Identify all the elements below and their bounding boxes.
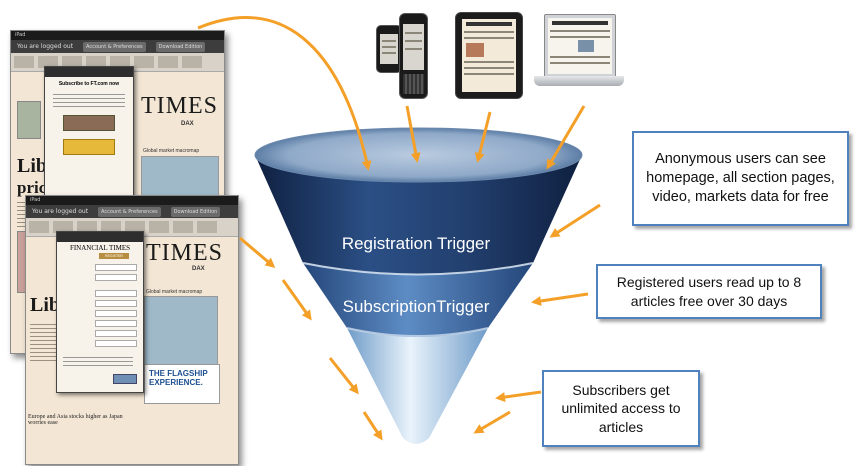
modal-header bbox=[45, 67, 133, 77]
arrow-from-ipad bbox=[474, 111, 492, 163]
arrow-left-3 bbox=[328, 357, 359, 395]
subscription-trigger-label: SubscriptionTrigger bbox=[342, 297, 490, 316]
funnel-top bbox=[255, 155, 582, 275]
subscribe-modal: Subscribe to FT.com now bbox=[44, 66, 134, 196]
arrow-left-1 bbox=[239, 236, 276, 268]
app-toolbar: You are logged out Account & Preferences… bbox=[11, 40, 224, 53]
tablet-screenshot-register: iPad You are logged out Account & Prefer… bbox=[25, 195, 239, 465]
laptop-icon bbox=[534, 14, 624, 94]
arrow-from-tablet bbox=[197, 16, 372, 171]
arrow-right-4 bbox=[473, 410, 511, 434]
arrow-right-1 bbox=[549, 203, 601, 238]
registration-trigger-label: Registration Trigger bbox=[341, 234, 491, 253]
arrow-right-2 bbox=[531, 292, 589, 306]
phone-icon bbox=[376, 25, 402, 73]
arrow-left-2 bbox=[281, 279, 312, 321]
modal-brand: FINANCIAL TIMES bbox=[69, 244, 131, 252]
arrow-right-3 bbox=[495, 390, 542, 402]
account-button: Account & Preferences bbox=[97, 207, 161, 217]
arrow-left-4 bbox=[362, 411, 383, 441]
app-toolbar: You are logged out Account & Preferences… bbox=[26, 205, 238, 218]
funnel-middle bbox=[303, 263, 533, 337]
register-modal: FINANCIAL TIMES REGISTER bbox=[56, 231, 144, 393]
register-button: REGISTER bbox=[99, 253, 129, 259]
dax-label: DAX bbox=[181, 121, 194, 127]
side-headline: Europe and Asia stocks higher as Japan w… bbox=[28, 414, 123, 426]
arrow-from-laptop bbox=[546, 105, 586, 170]
callout-anonymous: Anonymous users can see homepage, all se… bbox=[632, 131, 849, 226]
modal-title: Subscribe to FT.com now bbox=[58, 81, 120, 87]
logged-out-label: You are logged out bbox=[32, 208, 89, 215]
dax-label: DAX bbox=[192, 266, 205, 272]
ad-banner: THE FLAGSHIP EXPERIENCE. bbox=[144, 364, 220, 404]
account-button: Account & Preferences bbox=[82, 42, 146, 52]
arrow-from-phone bbox=[405, 105, 421, 163]
thumbnail bbox=[17, 101, 41, 139]
status-bar: iPad bbox=[11, 31, 224, 40]
market-map-label: Global market macromap bbox=[146, 289, 203, 295]
callout-subscribers: Subscribers get unlimited access to arti… bbox=[542, 370, 700, 447]
funnel-rim bbox=[254, 127, 583, 183]
phone-icon bbox=[399, 13, 428, 99]
download-button: Download Edition bbox=[170, 207, 221, 217]
funnel-bottom bbox=[347, 328, 488, 444]
modal-header bbox=[57, 232, 143, 242]
masthead: TIMES bbox=[146, 240, 223, 266]
article-text bbox=[30, 321, 56, 361]
status-bar: iPad bbox=[26, 196, 238, 205]
logged-out-label: You are logged out bbox=[17, 43, 74, 50]
download-button: Download Edition bbox=[155, 42, 206, 52]
masthead: TIMES bbox=[141, 93, 218, 119]
market-map-label: Global market macromap bbox=[143, 148, 200, 154]
ipad-icon bbox=[455, 12, 523, 99]
callout-registered: Registered users read up to 8 articles f… bbox=[596, 264, 822, 319]
